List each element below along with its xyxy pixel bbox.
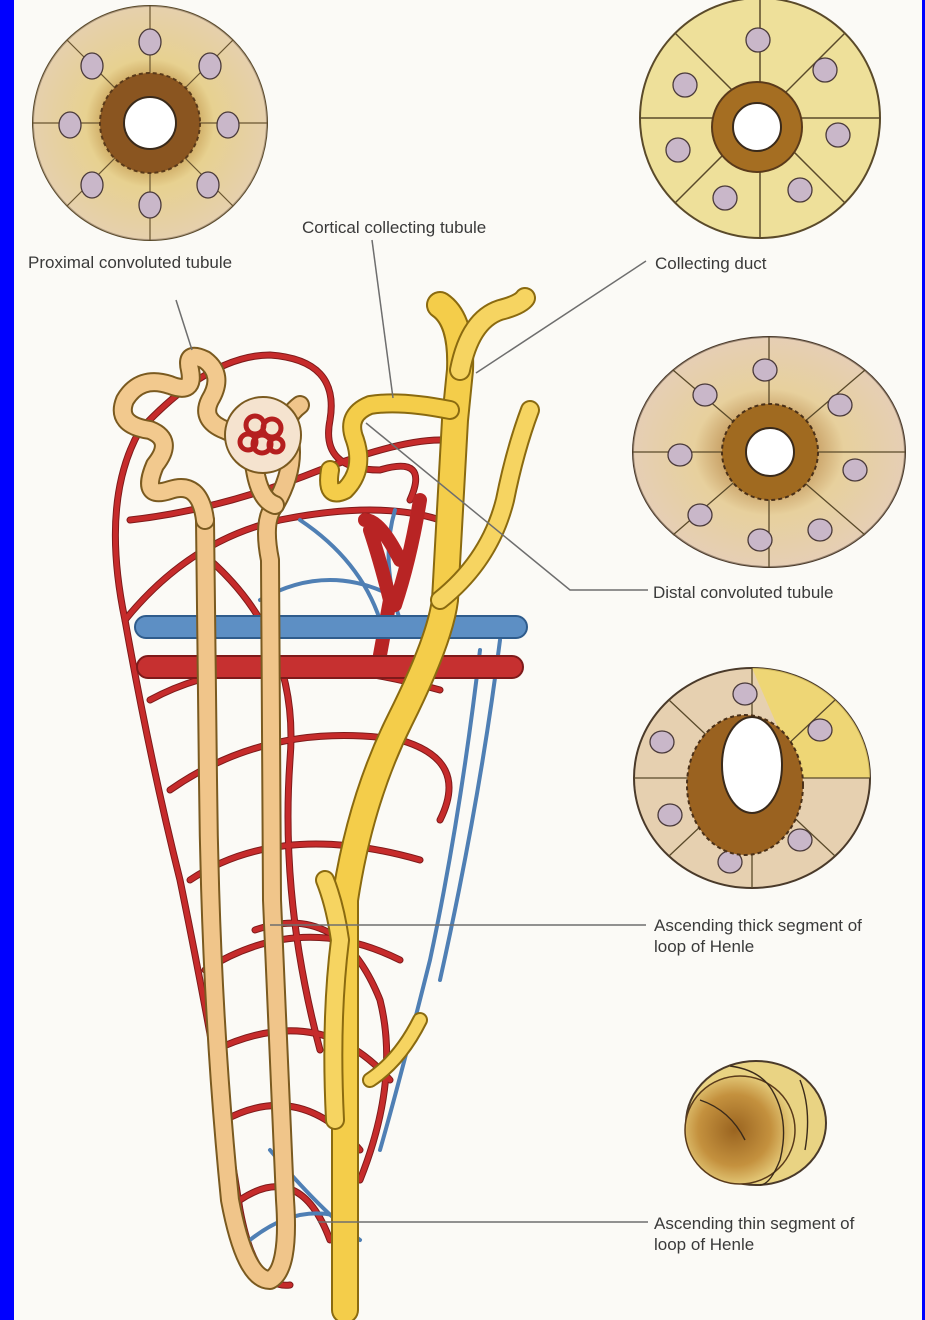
label-cortical-collecting-tubule: Cortical collecting tubule [302, 217, 486, 238]
leader-lines [176, 240, 648, 1222]
glomerulus [225, 397, 301, 473]
label-ascending-thick-segment: Ascending thick segment of loop of Henle [654, 915, 862, 957]
label-ascending-thin-line2: loop of Henle [654, 1234, 854, 1255]
arcuate-artery [137, 656, 523, 678]
cross-section-thin-ascending [685, 1061, 826, 1185]
proximal-tubule [123, 357, 300, 1280]
label-ascending-thick-line2: loop of Henle [654, 936, 862, 957]
label-collecting-duct: Collecting duct [655, 253, 767, 274]
cross-section-proximal [33, 6, 267, 240]
collecting-system [325, 298, 530, 1310]
label-ascending-thin-segment: Ascending thin segment of loop of Henle [654, 1213, 854, 1255]
label-ascending-thin-line1: Ascending thin segment of [654, 1213, 854, 1234]
label-distal-convoluted-tubule: Distal convoluted tubule [653, 582, 834, 603]
arcuate-vein [135, 616, 527, 638]
label-ascending-thick-line1: Ascending thick segment of [654, 915, 862, 936]
cross-section-thick-ascending [634, 668, 870, 888]
label-proximal-convoluted-tubule: Proximal convoluted tubule [28, 252, 232, 273]
cross-section-distal [633, 337, 905, 567]
cross-section-collecting-duct [640, 0, 880, 238]
